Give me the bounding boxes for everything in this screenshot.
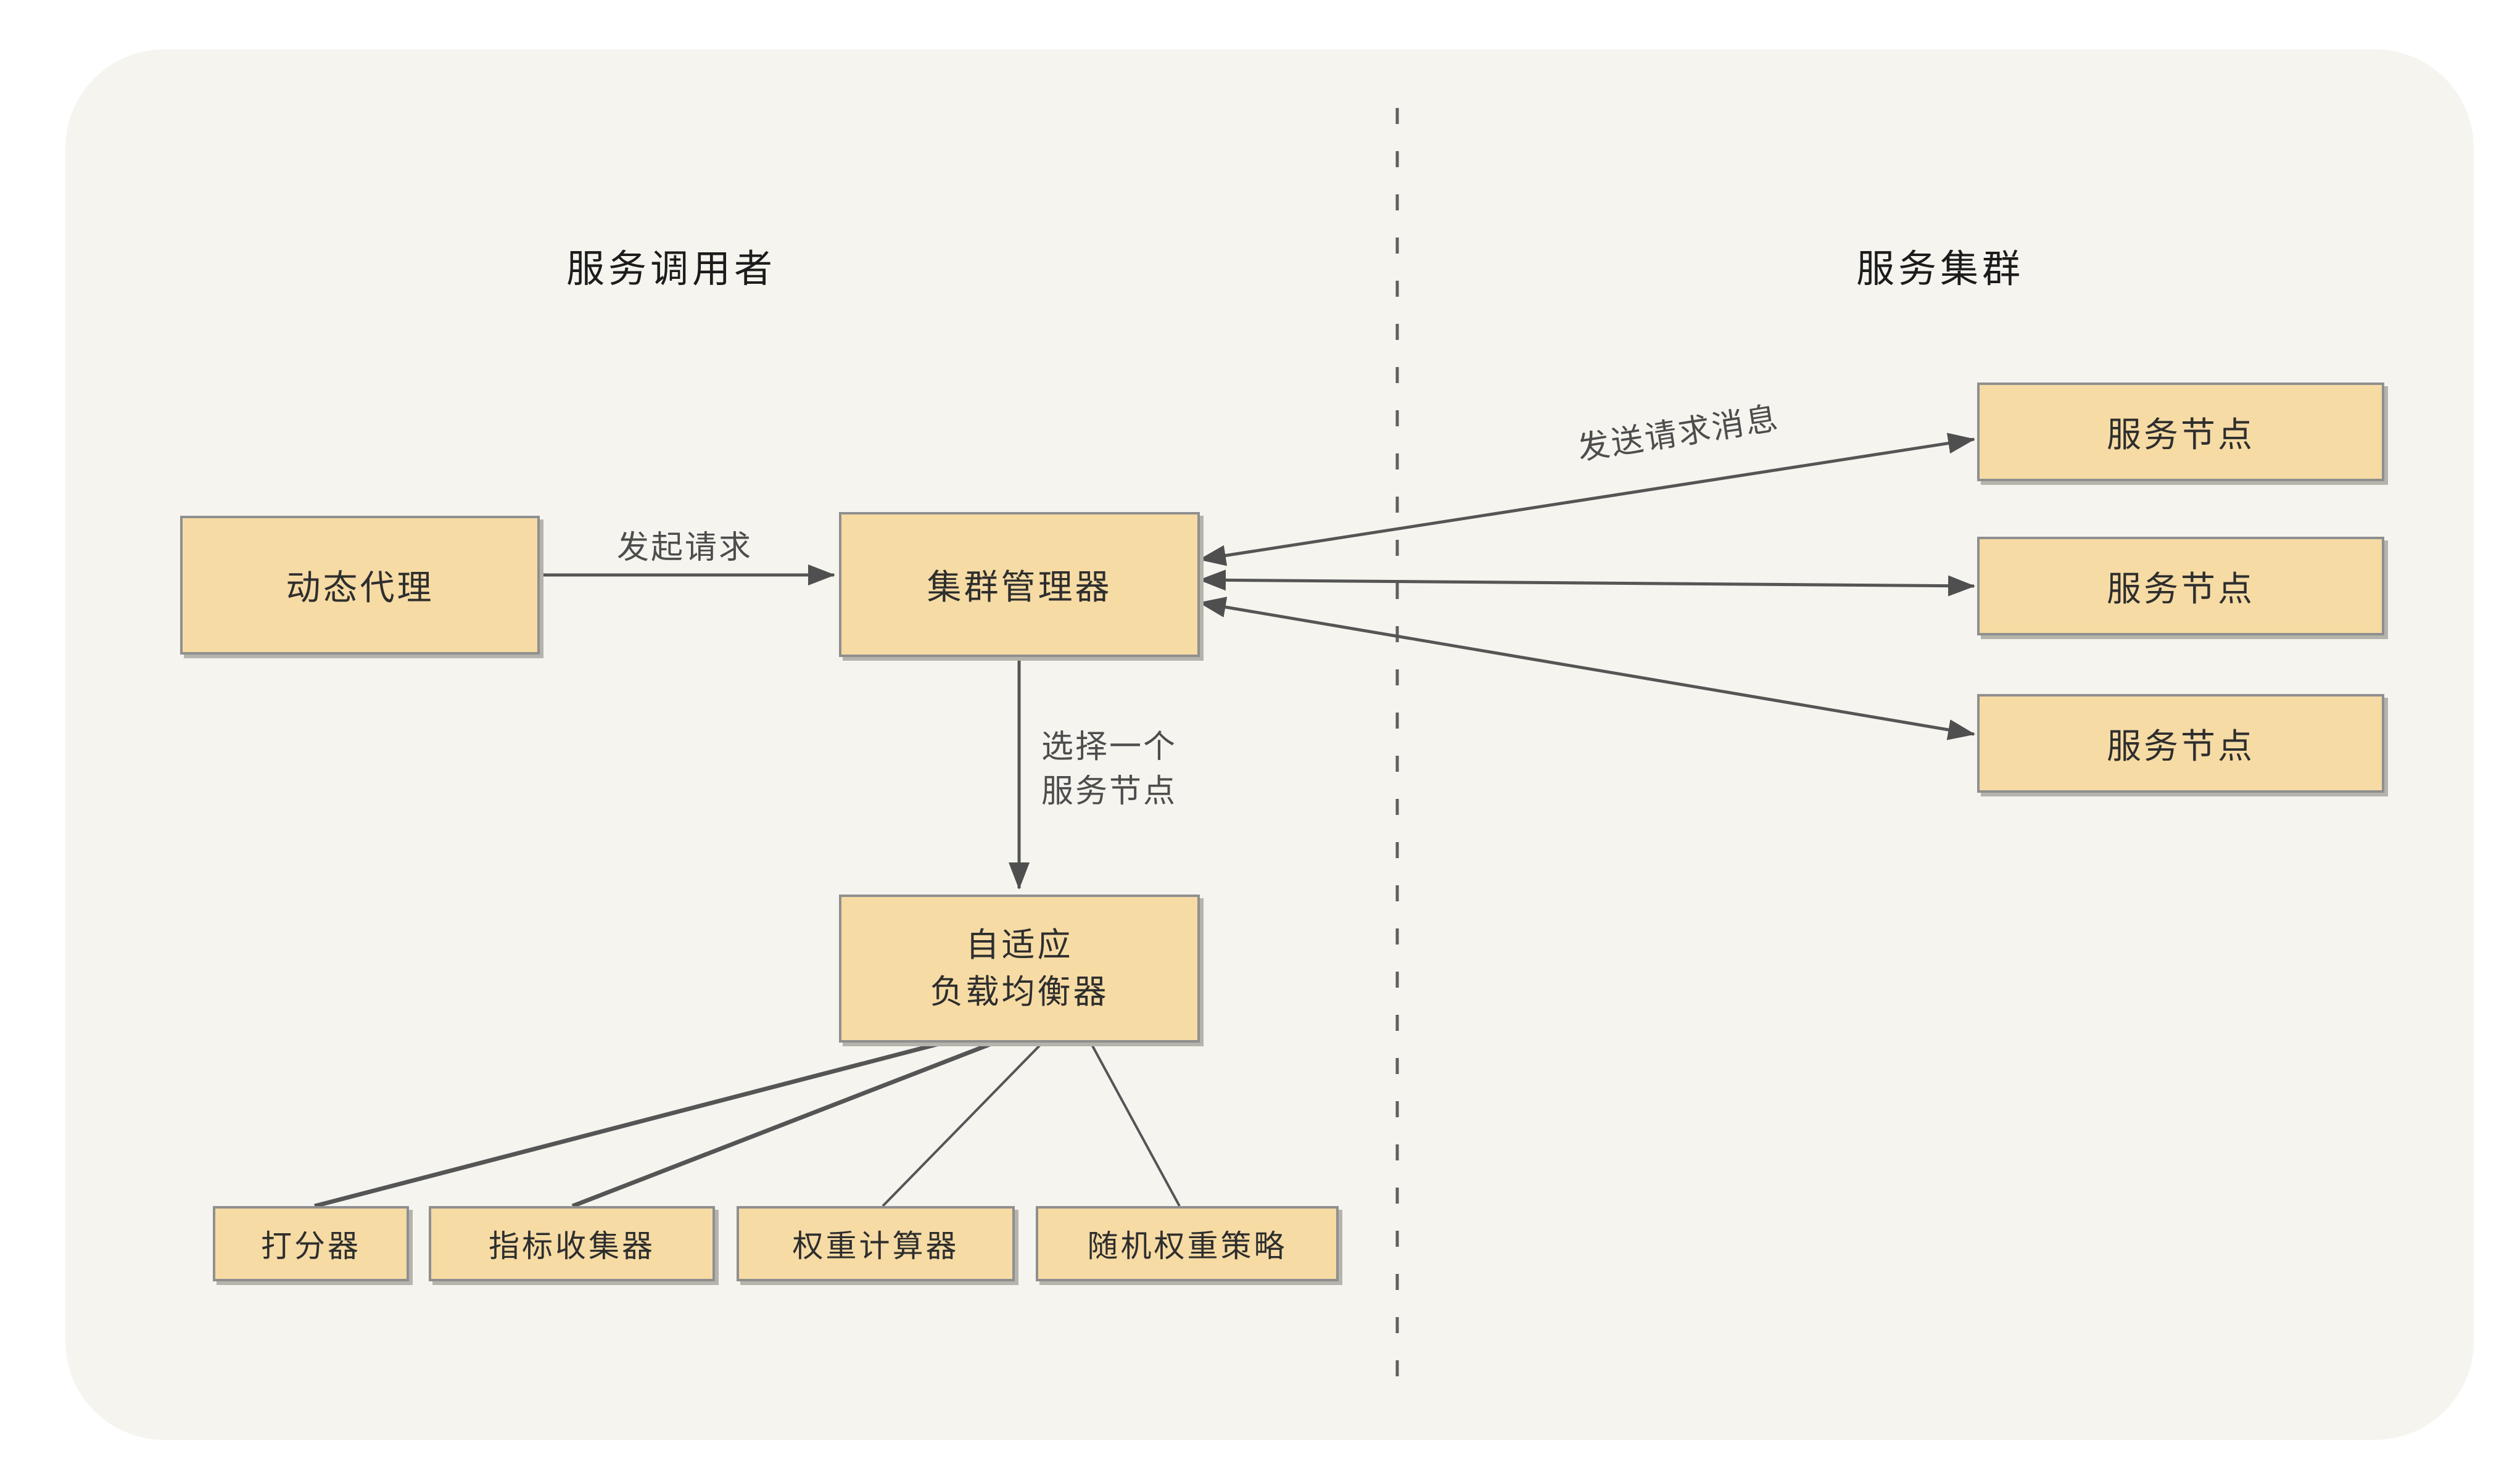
edge-lb-to-metrics-collector-line bbox=[571, 1040, 996, 1209]
node-weight-calculator-label: 权重计算器 bbox=[792, 1229, 959, 1263]
edge-node2-line bbox=[1199, 569, 1975, 597]
edge-node3-line bbox=[1199, 597, 1975, 740]
node-adaptive-load-balancer: 自适应 负载均衡器 bbox=[839, 895, 1200, 1043]
node-weight-calculator: 权重计算器 bbox=[737, 1206, 1015, 1281]
node-random-weight-strategy: 随机权重策略 bbox=[1036, 1206, 1339, 1281]
node-adaptive-load-balancer-label-line1: 自适应 bbox=[965, 927, 1073, 964]
edge-lb-to-scorer-line bbox=[314, 1040, 944, 1209]
node-metrics-collector: 指标收集器 bbox=[429, 1206, 715, 1281]
left-section-title: 服务调用者 bbox=[566, 248, 776, 291]
node-adaptive-load-balancer-label-line2: 负载均衡器 bbox=[930, 973, 1109, 1011]
edge-label-select-node: 选择一个 服务节点 bbox=[1041, 725, 1177, 814]
node-scorer-label: 打分器 bbox=[261, 1229, 361, 1263]
node-cluster-manager: 集群管理器 bbox=[839, 512, 1200, 657]
node-service-node-1-label: 服务节点 bbox=[2107, 415, 2255, 454]
diagram-canvas: 服务调用者 服务集群 动态代理 集群管理器 自适应 负载均衡器 服务节点 服务节… bbox=[65, 49, 2474, 1440]
edge-label-select-node-line2: 服务节点 bbox=[1041, 774, 1178, 809]
node-random-weight-strategy-label: 随机权重策略 bbox=[1087, 1229, 1287, 1263]
node-service-node-2: 服务节点 bbox=[1977, 537, 2384, 635]
node-scorer: 打分器 bbox=[213, 1206, 409, 1281]
edge-label-initiate-request: 发起请求 bbox=[616, 530, 753, 566]
node-cluster-manager-label: 集群管理器 bbox=[927, 568, 1112, 606]
node-dynamic-proxy-label: 动态代理 bbox=[286, 568, 434, 607]
node-service-node-3: 服务节点 bbox=[1977, 694, 2384, 793]
node-service-node-1: 服务节点 bbox=[1977, 382, 2384, 481]
right-section-title: 服务集群 bbox=[1856, 248, 2024, 291]
node-metrics-collector-label: 指标收集器 bbox=[489, 1229, 655, 1263]
node-dynamic-proxy: 动态代理 bbox=[180, 516, 540, 655]
edge-label-select-node-line1: 选择一个 bbox=[1041, 729, 1178, 765]
edge-label-send-request-message: 发送请求消息 bbox=[1575, 400, 1782, 467]
node-service-node-2-label: 服务节点 bbox=[2107, 569, 2255, 608]
node-service-node-3-label: 服务节点 bbox=[2107, 726, 2255, 766]
edge-lb-to-weight-calculator-line bbox=[882, 1041, 1044, 1207]
edge-lb-to-random-strategy-line bbox=[1089, 1042, 1181, 1207]
